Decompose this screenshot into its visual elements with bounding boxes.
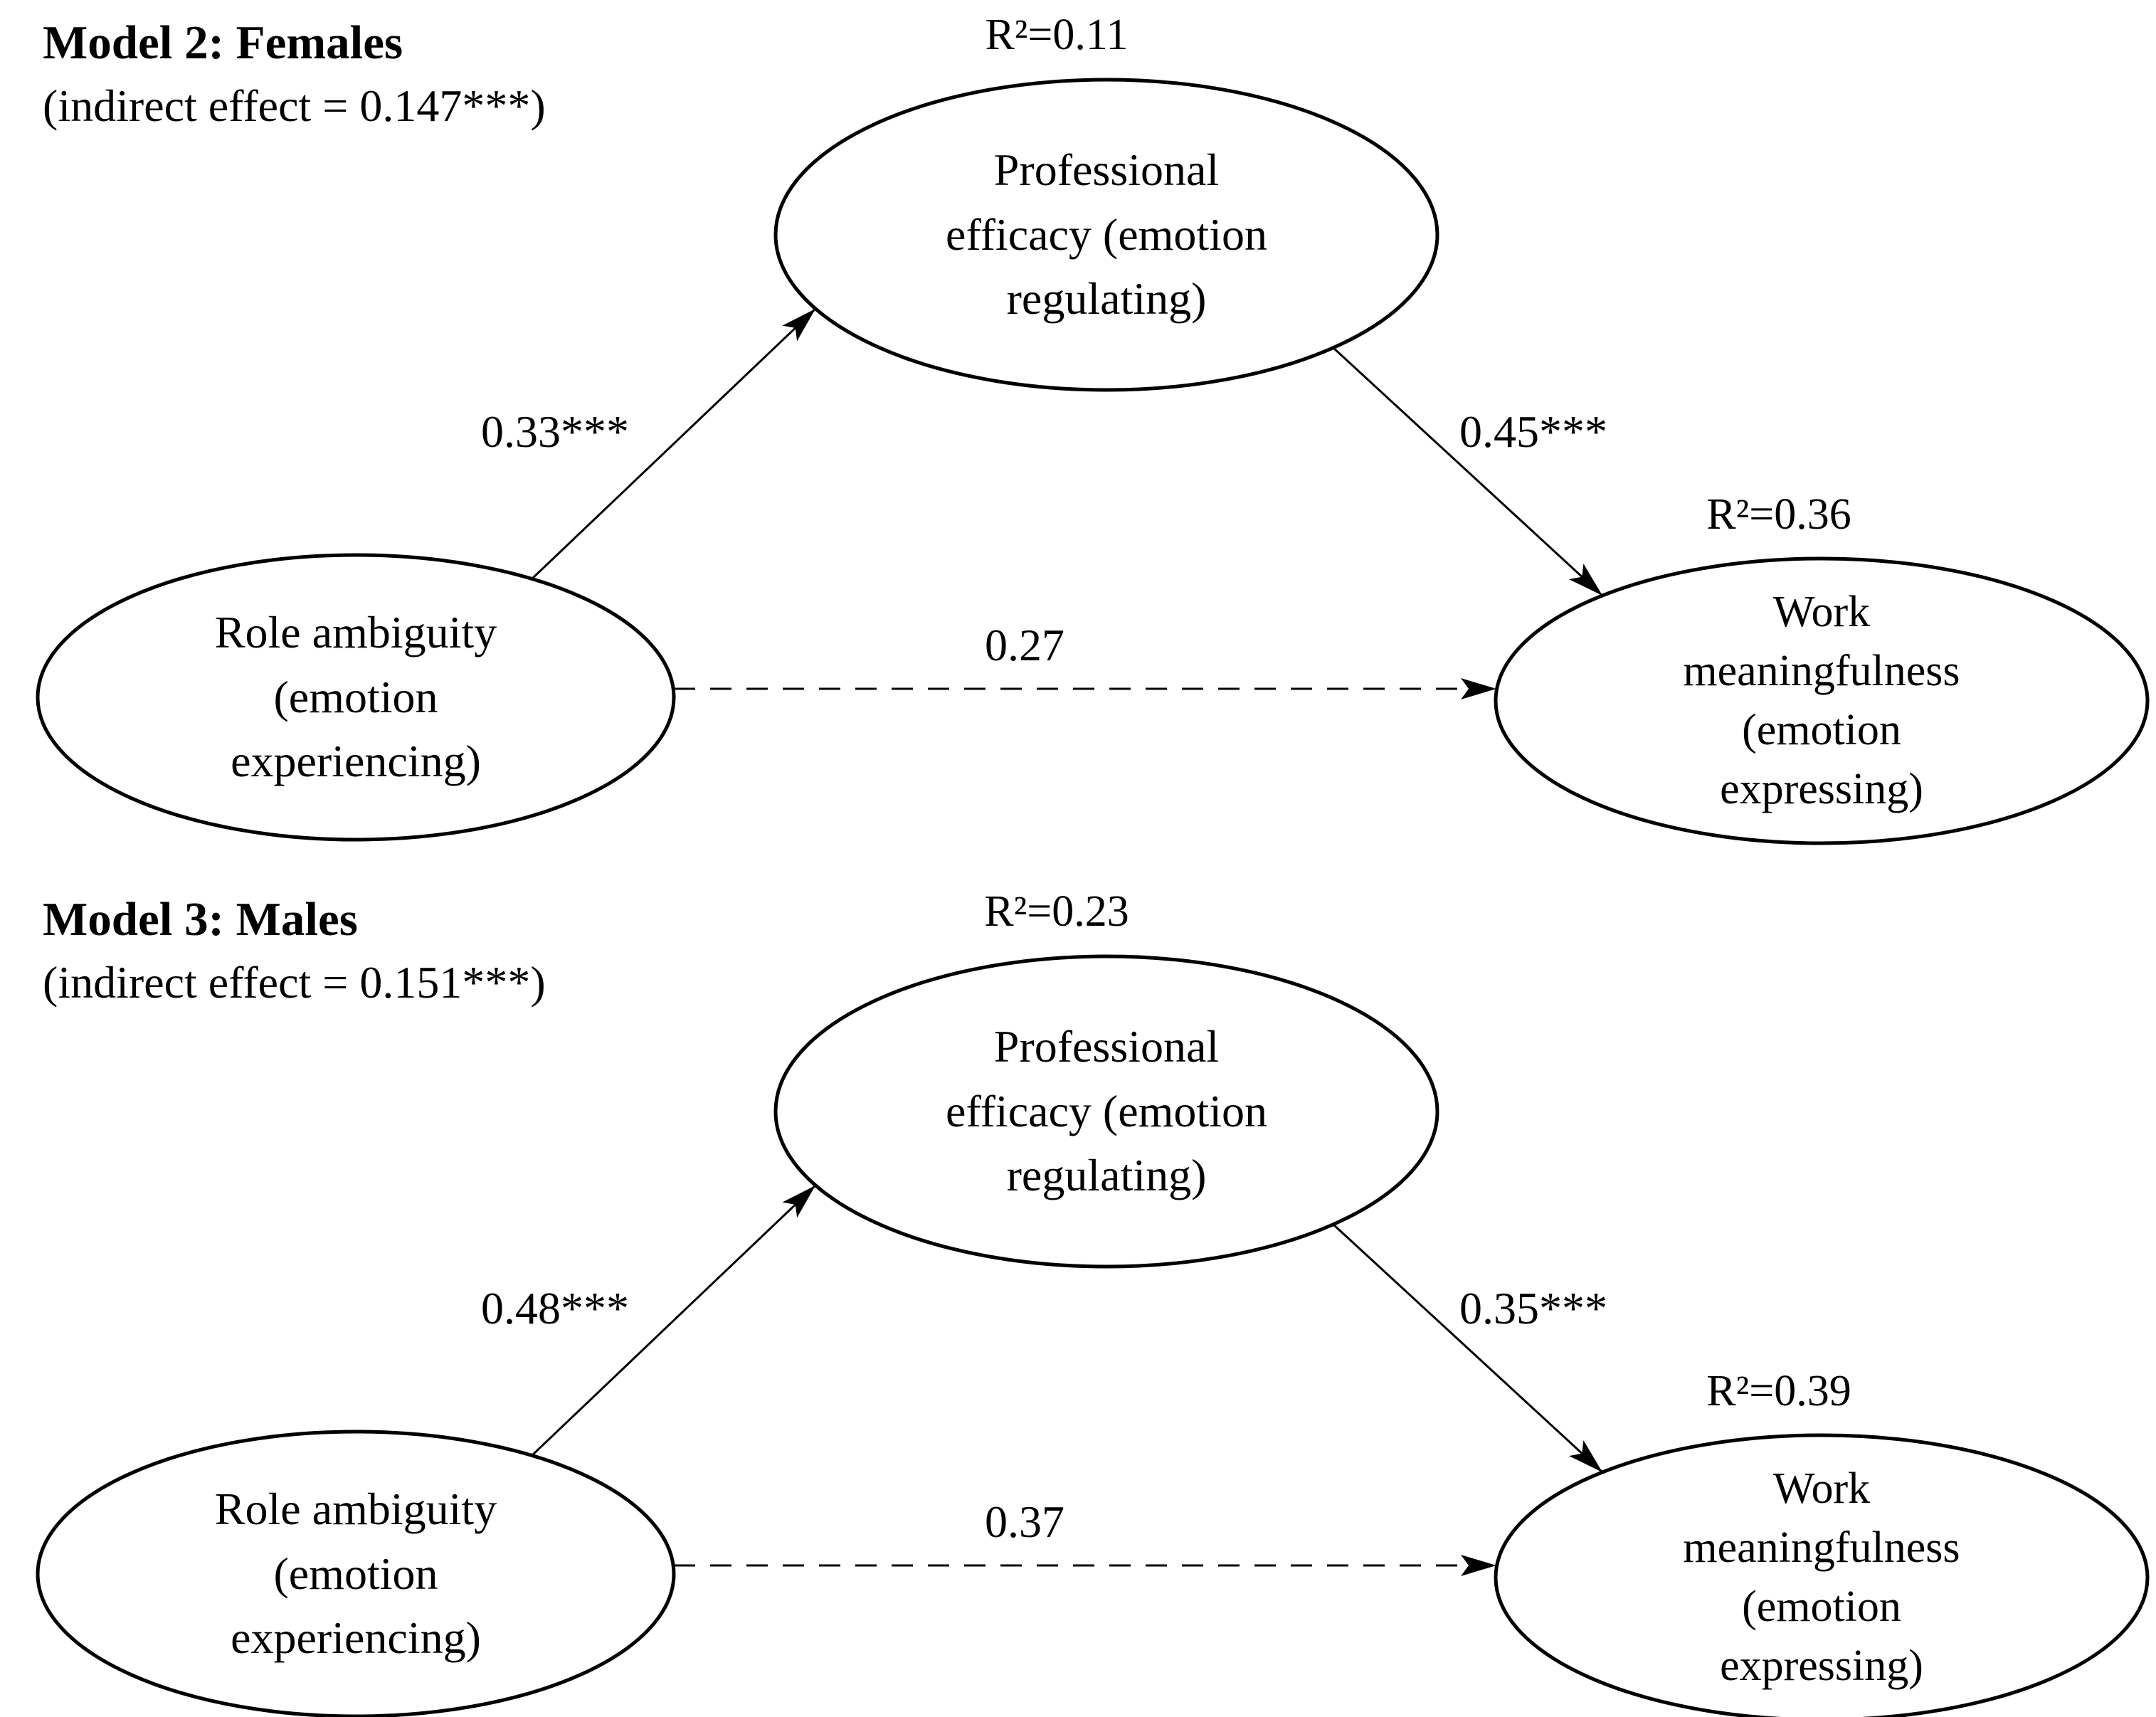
predictor-node-label: Role ambiguity (emotion experiencing) <box>214 1483 497 1664</box>
model-indirect-effect: (indirect effect = 0.147***) <box>43 80 546 131</box>
mediator-r2-label: R²=0.11 <box>985 11 1129 59</box>
outcome-node: Work meaningfulness (emotion expressing) <box>1496 1435 2147 1717</box>
outcome-r2-label: R²=0.36 <box>1706 490 1851 539</box>
outcome-ellipse <box>1494 556 2150 845</box>
path-c-coefficient: 0.27 <box>985 620 1064 670</box>
model-title: Model 3: Males <box>43 893 358 946</box>
mediator-node: Professional efficacy (emotion regulatin… <box>776 80 1437 390</box>
outcome-node: Work meaningfulness (emotion expressing) <box>1496 559 2147 843</box>
mediator-r2-label: R²=0.23 <box>984 887 1129 936</box>
model-2-diagram-canvas <box>36 78 2150 845</box>
outcome-r2-label: R²=0.39 <box>1706 1367 1851 1415</box>
predictor-ellipse <box>36 1430 676 1717</box>
model-3-panel: Model 3: Males (indirect effect = 0.151*… <box>0 877 2156 1717</box>
path-a-coefficient: 0.33*** <box>481 406 629 457</box>
path-a-arrow <box>531 1184 817 1457</box>
mediator-ellipse <box>773 78 1439 392</box>
path-b-coefficient: 0.35*** <box>1459 1283 1607 1333</box>
model-3-diagram-canvas <box>36 954 2150 1717</box>
mediator-node: Professional efficacy (emotion regulatin… <box>776 956 1437 1267</box>
mediator-ellipse <box>773 954 1439 1269</box>
predictor-node: Role ambiguity (emotion experiencing) <box>38 555 674 840</box>
path-a-coefficient: 0.48*** <box>481 1283 629 1333</box>
model-title: Model 2: Females <box>43 16 403 69</box>
model-2-panel: Model 2: Females (indirect effect = 0.14… <box>36 11 2150 845</box>
path-b-coefficient: 0.45*** <box>1459 406 1607 457</box>
mediator-node-label: Professional efficacy (emotion regulatin… <box>946 1020 1267 1201</box>
outcome-ellipse <box>1494 1433 2150 1717</box>
predictor-node-label: Role ambiguity (emotion experiencing) <box>214 606 497 787</box>
path-b-arrow <box>1332 347 1604 597</box>
path-c-coefficient: 0.37 <box>985 1496 1064 1547</box>
predictor-node: Role ambiguity (emotion experiencing) <box>38 1432 674 1716</box>
outcome-node-label: Work meaningfulness (emotion expressing) <box>1683 587 1960 814</box>
outcome-node-label: Work meaningfulness (emotion expressing) <box>1683 1464 1960 1691</box>
predictor-ellipse <box>36 553 676 842</box>
path-b-arrow <box>1332 1223 1604 1474</box>
model-indirect-effect: (indirect effect = 0.151***) <box>43 957 546 1008</box>
mediator-node-label: Professional efficacy (emotion regulatin… <box>946 144 1267 324</box>
path-a-arrow <box>531 307 817 580</box>
